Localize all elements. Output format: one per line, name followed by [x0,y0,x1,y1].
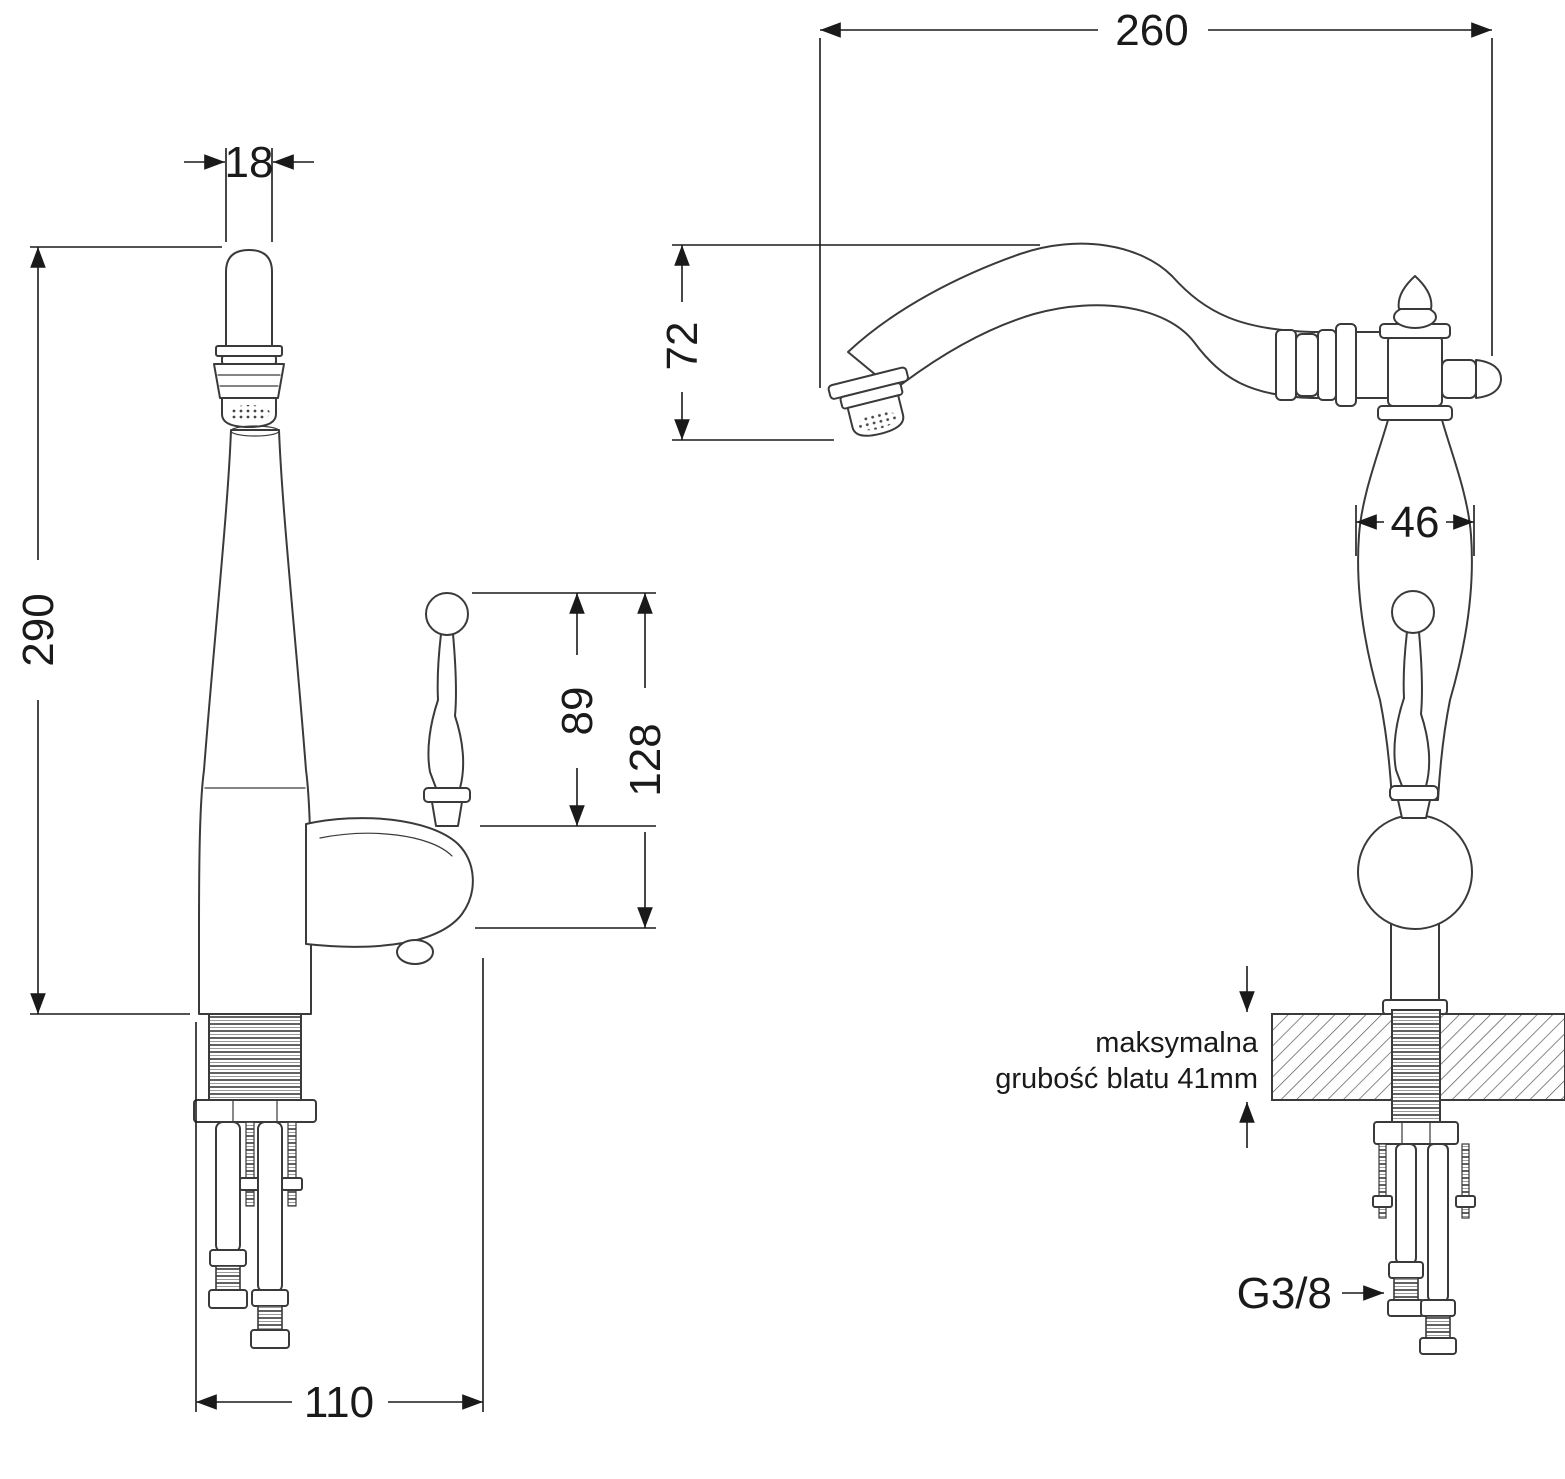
thread-shank [1391,1009,1441,1123]
faucet-front-view: 18 290 89 128 [14,138,670,1427]
supply-hose [1427,1143,1449,1303]
dim-label-18: 18 [225,138,274,187]
finial [1397,275,1433,310]
side-knob-cap [1475,359,1502,399]
aerator-mesh [858,411,898,431]
front-supply-hoses [208,1121,303,1349]
dim-spout-tip-18: 18 [184,138,314,242]
side-spout-tip [827,366,909,437]
thread-size-label: G3/8 [1237,1269,1384,1318]
hose-connector [1388,1261,1424,1279]
handle-ball [425,592,469,636]
dim-reach-260: 260 [819,6,1493,388]
aerator-mesh [228,405,270,421]
mounting-stud [245,1121,255,1207]
side-sphere-joint [1357,814,1473,930]
supply-hose [215,1121,241,1253]
faucet-side-view: 260 72 46 maksymalna grubość blatu 41mm [658,6,1565,1355]
side-mounting-nut [1373,1121,1459,1145]
dim-spout-drop-72: 72 [658,244,1040,441]
handle-ball [1391,590,1435,634]
front-thread-shank [193,1013,317,1123]
countertop-section [1271,1009,1565,1123]
note-line-1: maksymalna [1095,1027,1259,1059]
side-spout-tube [847,242,1391,399]
note-line-2: grubość blatu 41mm [995,1063,1258,1095]
hose-connector [1420,1299,1456,1317]
dim-height-290: 290 [14,246,222,1015]
side-handle-lever [1389,590,1439,819]
side-spout-rings [1275,323,1357,407]
front-body [198,425,312,1015]
dim-handle-outlet-128: 128 [475,593,670,929]
dim-label-290: 290 [14,593,63,666]
mounting-stud [1378,1143,1387,1219]
dim-label-128: 128 [621,723,670,796]
aerator-housing [213,363,285,399]
side-supply-hoses [1372,1143,1476,1355]
outlet-nub [396,939,434,965]
mounting-stud [287,1121,297,1207]
front-handle-lever [423,592,471,827]
countertop-thickness-note: maksymalna grubość blatu 41mm [995,966,1259,1148]
dim-label-46: 46 [1391,498,1440,547]
dim-label-260: 260 [1115,6,1188,55]
thread-label-text: G3/8 [1237,1269,1332,1318]
supply-hose [1395,1143,1417,1265]
mounting-nut [193,1099,317,1123]
side-head-assembly [1377,275,1502,421]
front-outlet-horn [305,817,474,965]
mounting-stud [1461,1143,1470,1219]
dim-label-89: 89 [553,687,602,736]
side-knob [1441,359,1477,399]
dim-label-72: 72 [658,322,707,371]
valve-head [1387,335,1443,407]
dim-base-110: 110 [195,958,484,1427]
front-spout-tip [213,249,285,428]
dim-body-width-46: 46 [1355,498,1475,556]
dim-label-110: 110 [304,1378,374,1427]
dim-handle-89: 89 [472,592,656,827]
supply-hose [257,1121,283,1293]
